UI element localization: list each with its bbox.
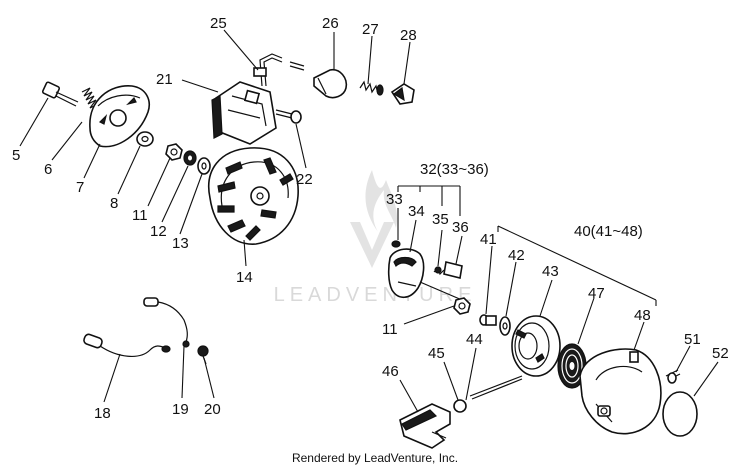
part-7-clutch-shoe (89, 85, 150, 148)
callout-27: 27 (362, 21, 379, 38)
callout-45: 45 (428, 345, 445, 362)
part-51-screw (665, 369, 681, 384)
part-25-high-tension-wire (253, 53, 305, 87)
part-52-ring (662, 391, 698, 437)
callout-11b: 11 (382, 321, 398, 338)
part-18-lead-wire (83, 333, 171, 357)
part-14-flywheel (208, 147, 299, 245)
part-8-washer-hole (141, 135, 149, 143)
callout-21: 21 (156, 71, 173, 88)
callout-40-group: 40(41~48) (574, 223, 643, 240)
callout-25: 25 (210, 15, 227, 32)
callout-51: 51 (684, 331, 701, 348)
callout-20: 20 (204, 401, 221, 418)
callout-34: 34 (408, 203, 425, 220)
part-34-pawl (387, 248, 425, 299)
part-26-plug-cap (313, 68, 348, 99)
callout-5: 5 (12, 147, 20, 164)
starter-shaft-line (419, 281, 463, 301)
callout-labels: 5 6 7 8 11 12 13 14 21 22 25 26 27 28 32… (12, 15, 729, 422)
part-48-starter-case (579, 348, 662, 435)
part-41-bolt (479, 314, 497, 326)
callout-46: 46 (382, 363, 399, 380)
callout-33: 33 (386, 191, 403, 208)
part-33-spring-clip (391, 240, 401, 248)
part-12-lock-washer (183, 150, 197, 166)
callout-36: 36 (452, 219, 469, 236)
part-46-starter-handle (399, 403, 451, 449)
part-45-rope-knot (453, 399, 467, 413)
callout-26: 26 (322, 15, 339, 32)
part-42-washer (499, 316, 511, 336)
callout-8: 8 (110, 195, 118, 212)
part-20-screw (197, 345, 209, 365)
part-28-terminal (390, 83, 415, 105)
part-27-spring (359, 80, 384, 96)
callout-19: 19 (172, 401, 189, 418)
watermark-flame-icon (350, 170, 398, 268)
part-21-ignition-coil (211, 81, 277, 145)
callout-41: 41 (480, 231, 497, 248)
callout-52: 52 (712, 345, 729, 362)
callout-6: 6 (44, 161, 52, 178)
callout-11: 11 (132, 207, 148, 224)
callout-14: 14 (236, 269, 253, 286)
callout-28: 28 (400, 27, 417, 44)
callout-12: 12 (150, 223, 167, 240)
callout-35: 35 (432, 211, 449, 228)
callout-44: 44 (466, 331, 483, 348)
part-13-washer (197, 157, 211, 175)
part-43-pulley (511, 315, 561, 377)
part-44-rope (469, 375, 523, 397)
callout-13: 13 (172, 235, 189, 252)
callout-18: 18 (94, 405, 111, 422)
part-19-lead-wire (143, 297, 190, 348)
callout-7: 7 (76, 179, 84, 196)
part-11-nut (165, 143, 183, 161)
credit-text: Rendered by LeadVenture, Inc. (291, 451, 459, 465)
callout-43: 43 (542, 263, 559, 280)
part-22-screw (275, 109, 302, 124)
part-11b-nut (453, 297, 471, 315)
part-44-rope-edge (471, 378, 523, 400)
callout-22: 22 (296, 171, 313, 188)
callout-42: 42 (508, 247, 525, 264)
part-35-spring (433, 266, 445, 276)
part-36-pin (443, 261, 463, 279)
callout-47: 47 (588, 285, 605, 302)
part-5-bolt (41, 81, 79, 107)
callout-32-group: 32(33~36) (420, 161, 489, 178)
watermark-text: LEADVENTURE (274, 284, 477, 306)
part-8-washer (136, 131, 154, 147)
leader-lines (19, 29, 719, 413)
callout-48: 48 (634, 307, 651, 324)
